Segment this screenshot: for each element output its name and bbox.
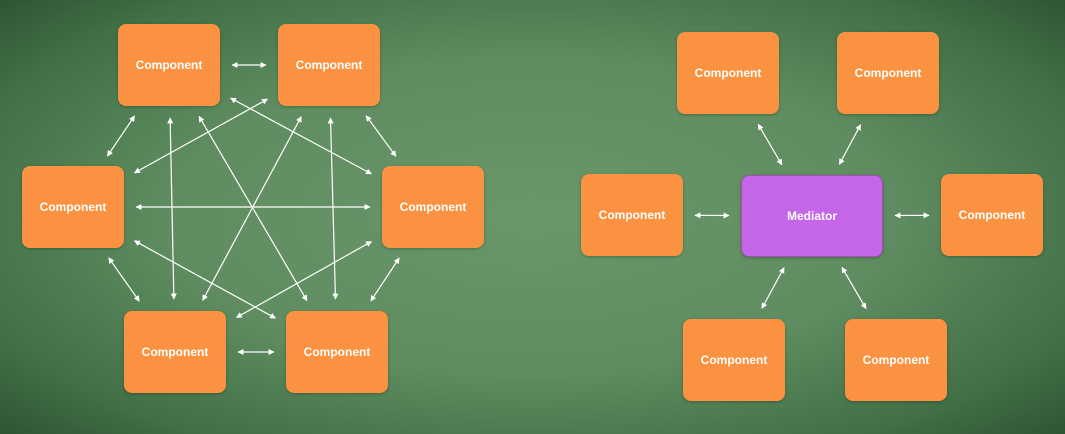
component-box-middle-right: Component [941, 174, 1043, 256]
component-label: Component [141, 345, 209, 359]
component-label: Component [862, 353, 930, 367]
component-label: Component [303, 345, 371, 359]
connection-arrow-c-e [108, 257, 140, 302]
connection-arrow-h-m [838, 124, 862, 165]
component-label: Component [854, 66, 922, 80]
connection-arrow-a-c [106, 115, 136, 157]
component-box-middle-right: Component [382, 166, 484, 248]
connection-arrow-l-m [841, 266, 867, 310]
connection-arrow-b-d [365, 115, 397, 157]
component-box-top-right: Component [837, 32, 939, 114]
connection-arrow-a-e [167, 117, 177, 300]
connection-arrow-a-d [230, 97, 372, 175]
component-box-top-left: Component [677, 32, 779, 114]
mediator-label: Mediator [786, 209, 837, 223]
component-label: Component [135, 58, 203, 72]
mediator-connections [694, 123, 930, 310]
component-box-bottom-left: Component [124, 311, 226, 393]
connection-arrow-b-f [327, 117, 339, 300]
component-box-bottom-right: Component [286, 311, 388, 393]
mediator-box: Mediator [741, 175, 883, 257]
connection-arrow-g-m [757, 123, 783, 166]
connection-arrow-b-c [133, 98, 269, 174]
component-label: Component [399, 200, 467, 214]
component-label: Component [694, 66, 762, 80]
peer-to-peer-connections [106, 62, 400, 355]
component-box-middle-left: Component [22, 166, 124, 248]
connection-arrow-b-e [202, 116, 302, 301]
connection-arrow-d-e [235, 240, 373, 319]
component-box-middle-left: Component [581, 174, 683, 256]
component-box-bottom-right: Component [845, 319, 947, 401]
component-box-bottom-left: Component [683, 319, 785, 401]
connection-arrow-k-m [761, 267, 785, 309]
connection-arrow-a-f [198, 115, 308, 302]
component-label: Component [958, 208, 1026, 222]
connection-arrow-c-f [133, 240, 277, 319]
component-box-top-right: Component [278, 24, 380, 106]
component-label: Component [598, 208, 666, 222]
component-label: Component [700, 353, 768, 367]
connection-arrow-d-f [370, 257, 400, 302]
component-label: Component [295, 58, 363, 72]
component-label: Component [39, 200, 107, 214]
component-box-top-left: Component [118, 24, 220, 106]
